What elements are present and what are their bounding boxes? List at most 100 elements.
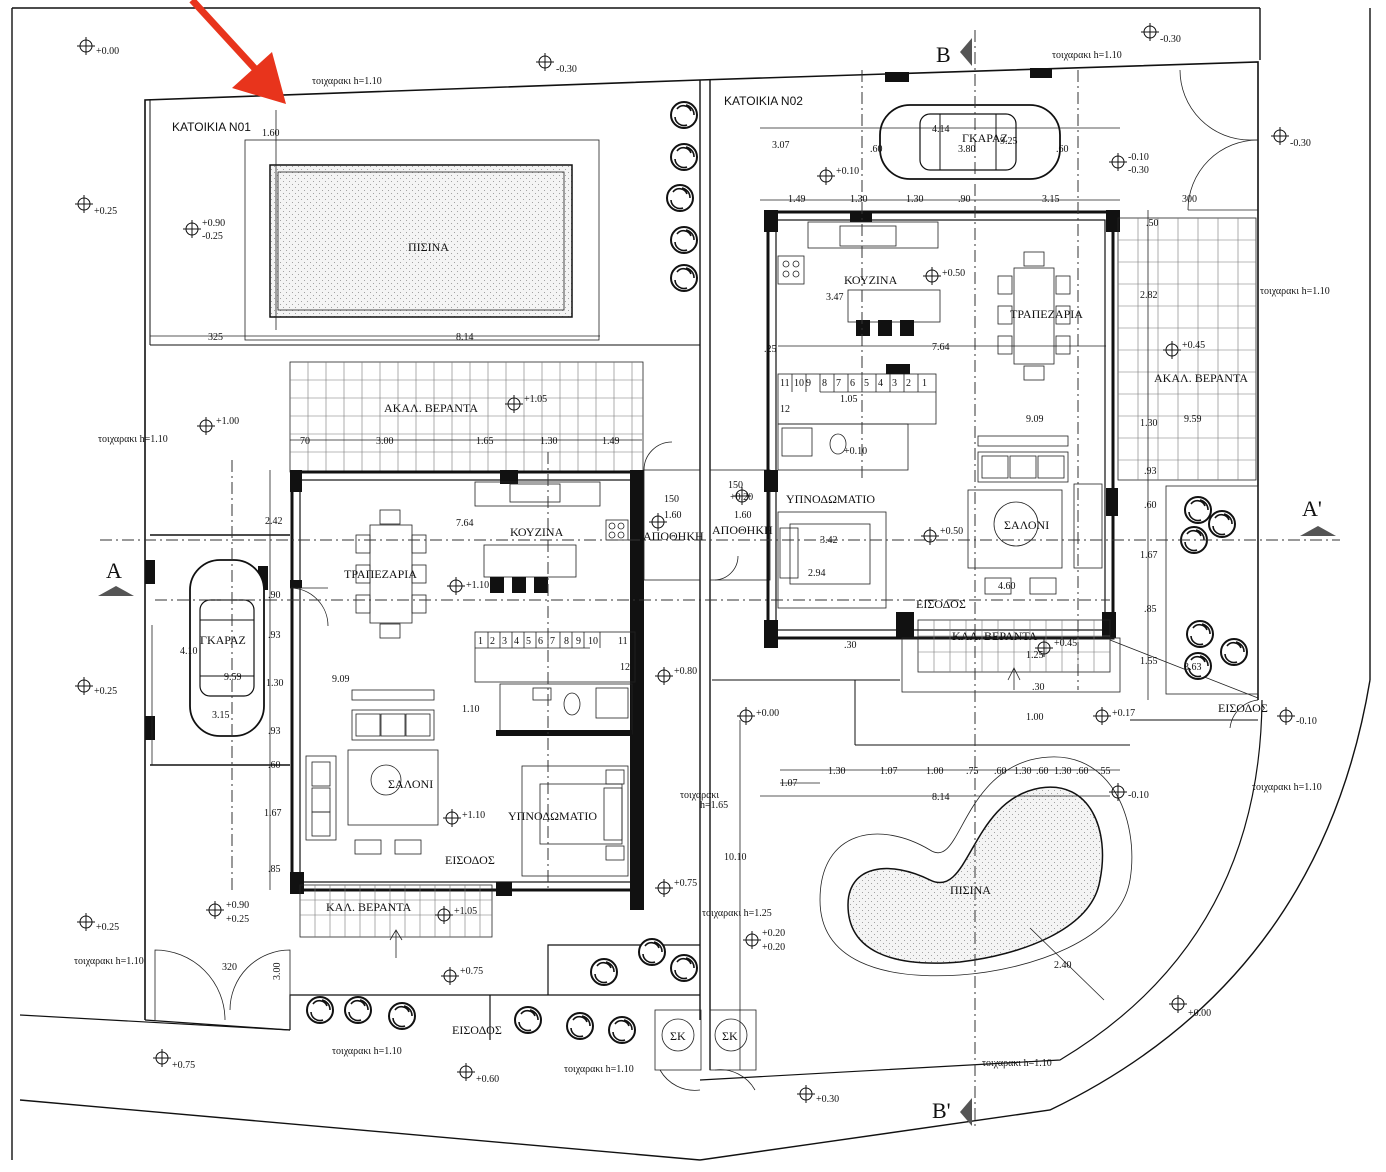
garage-2-label: ΓΚΑΡΑΖ bbox=[962, 131, 1008, 145]
dimension-label: .55 bbox=[1098, 766, 1111, 777]
level-label: -0.30 bbox=[556, 64, 577, 75]
level-label: -0.10 bbox=[1128, 790, 1149, 801]
dimension-label: 1.30 bbox=[828, 766, 846, 777]
dimension-label: 1.49 bbox=[788, 194, 806, 205]
level-label: -0.30 bbox=[1128, 165, 1149, 176]
dimension-label: 150 bbox=[728, 480, 743, 491]
house-1 bbox=[145, 101, 771, 1091]
dimension-label: 2.82 bbox=[1140, 290, 1158, 301]
dimension-label: 1.30 bbox=[1140, 418, 1158, 429]
level-label: -0.10 bbox=[1296, 716, 1317, 727]
pool-2-label: ΠΙΣΙΝΑ bbox=[950, 883, 991, 897]
storage-1-label: ΑΠΟΘΗΚΗ bbox=[643, 529, 704, 543]
house-1-title: ΚΑΤΟΙΚΙΑ Ν01 bbox=[172, 120, 251, 134]
section-b-bottom: B' bbox=[932, 1098, 951, 1123]
stair-step-label: 12 bbox=[620, 662, 630, 673]
dimension-label: 1.67 bbox=[264, 808, 282, 819]
dimension-label: 1.67 bbox=[1140, 550, 1158, 561]
dimension-label: 9.09 bbox=[1026, 414, 1044, 425]
dining-2-label: ΤΡΑΠΕΖΑΡΙΑ bbox=[1010, 307, 1083, 321]
level-label: +1.05 bbox=[454, 906, 477, 917]
living-2-label: ΣΑΛΟΝΙ bbox=[1004, 518, 1049, 532]
stair-step-label: 2 bbox=[906, 378, 911, 389]
wall-note: τοιχαρακι h=1.10 bbox=[1260, 286, 1330, 297]
stair-step-label: 8 bbox=[822, 378, 827, 389]
wall-note: τοιχαρακι h=1.10 bbox=[982, 1058, 1052, 1069]
dimension-label: 8.14 bbox=[932, 792, 950, 803]
dimension-label: .25 bbox=[764, 344, 777, 355]
level-label: +0.20 bbox=[762, 928, 785, 939]
level-label: +0.17 bbox=[1112, 708, 1135, 719]
dimension-label: .85 bbox=[268, 864, 281, 875]
dimension-label: .93 bbox=[268, 630, 281, 641]
level-label: +0.90 bbox=[226, 900, 249, 911]
dimension-label: .60 bbox=[1056, 144, 1069, 155]
dimension-label: 9.25 bbox=[1000, 136, 1018, 147]
wall-note: τοιχαρακι bbox=[680, 790, 719, 801]
dimension-label: .50 bbox=[1146, 218, 1159, 229]
dimension-label: 300 bbox=[1182, 194, 1197, 205]
dimension-label: 9.59 bbox=[1184, 414, 1202, 425]
level-label: +1.00 bbox=[216, 416, 239, 427]
dimension-label: .30 bbox=[1032, 682, 1045, 693]
level-label: +1.05 bbox=[524, 394, 547, 405]
dimension-label: 4.14 bbox=[932, 124, 950, 135]
front-veranda-1-label: ΚΑΛ. ΒΕΡΑΝΤΑ bbox=[326, 900, 412, 914]
bedroom-2-label: ΥΠΝΟΔΩΜΑΤΙΟ bbox=[786, 492, 875, 506]
level-label: +0.25 bbox=[94, 686, 117, 697]
level-label: +0.00 bbox=[96, 46, 119, 57]
level-label: +0.50 bbox=[942, 268, 965, 279]
dimension-label: .93 bbox=[268, 726, 281, 737]
dimension-label: 9.09 bbox=[332, 674, 350, 685]
living-1-label: ΣΑΛΟΝΙ bbox=[388, 777, 433, 791]
dimension-label: 1.00 bbox=[926, 766, 944, 777]
kitchen-2-label: ΚΟΥΖΙΝΑ bbox=[844, 273, 898, 287]
level-label: +0.50 bbox=[940, 526, 963, 537]
dimension-label: 1.25 bbox=[1026, 650, 1044, 661]
dimension-label: 4.60 bbox=[998, 581, 1016, 592]
dimension-label: 150 bbox=[664, 494, 679, 505]
level-label: +0.00 bbox=[756, 708, 779, 719]
section-a-right: A' bbox=[1302, 496, 1322, 521]
site-entrance-1-label: ΕΙΣΟΔΟΣ bbox=[452, 1023, 502, 1037]
section-lines bbox=[98, 30, 1340, 1128]
site-entrance-2-label: ΕΙΣΟΔΟΣ bbox=[1218, 701, 1268, 715]
dimension-label: 3.63 bbox=[1184, 662, 1202, 673]
entrance-1-label: ΕΙΣΟΔΟΣ bbox=[445, 853, 495, 867]
dimension-label: 1.30 bbox=[906, 194, 924, 205]
stair-step-label: 9 bbox=[576, 636, 581, 647]
dimension-label: 1.49 bbox=[602, 436, 620, 447]
level-label: -0.25 bbox=[202, 231, 223, 242]
level-label: +1.10 bbox=[466, 580, 489, 591]
dimension-label: 3.47 bbox=[826, 292, 844, 303]
dimension-label: 1.07 bbox=[780, 778, 798, 789]
level-label: +0.10 bbox=[836, 166, 859, 177]
dining-1-label: ΤΡΑΠΕΖΑΡΙΑ bbox=[344, 567, 417, 581]
house-2-title: ΚΑΤΟΙΚΙΑ Ν02 bbox=[724, 94, 803, 108]
dimension-label: 4.10 bbox=[180, 646, 198, 657]
dimension-label: 70 bbox=[300, 436, 310, 447]
dimension-label: 3.00 bbox=[272, 963, 283, 981]
car-icon bbox=[189, 559, 265, 737]
meter-1-label: ΣΚ bbox=[670, 1029, 686, 1043]
level-label: +0.45 bbox=[1182, 340, 1205, 351]
entrance-2-label: ΕΙΣΟΔΟΣ bbox=[916, 597, 966, 611]
dimension-label: 9.59 bbox=[224, 672, 242, 683]
section-b-top: B bbox=[936, 42, 951, 67]
level-label: +0.00 bbox=[1188, 1008, 1211, 1019]
level-label: -0.30 bbox=[1160, 34, 1181, 45]
dimension-label: 3.42 bbox=[820, 535, 838, 546]
level-label: +0.20 bbox=[730, 492, 753, 503]
stair-step-label: 3 bbox=[502, 636, 507, 647]
house-2 bbox=[764, 68, 1259, 1001]
dimension-label: .90 bbox=[268, 590, 281, 601]
kitchen-1-label: ΚΟΥΖΙΝΑ bbox=[510, 525, 564, 539]
wall-note: τοιχαρακι h=1.10 bbox=[564, 1064, 634, 1075]
level-label: -0.10 bbox=[1128, 152, 1149, 163]
level-label: +0.45 bbox=[1054, 638, 1077, 649]
dimension-label: 3.15 bbox=[212, 710, 230, 721]
stair-step-label: 1 bbox=[478, 636, 483, 647]
level-label: +0.10 bbox=[844, 446, 867, 457]
back-veranda-2-label: ΑΚΑΛ. ΒΕΡΑΝΤΑ bbox=[1154, 371, 1248, 385]
